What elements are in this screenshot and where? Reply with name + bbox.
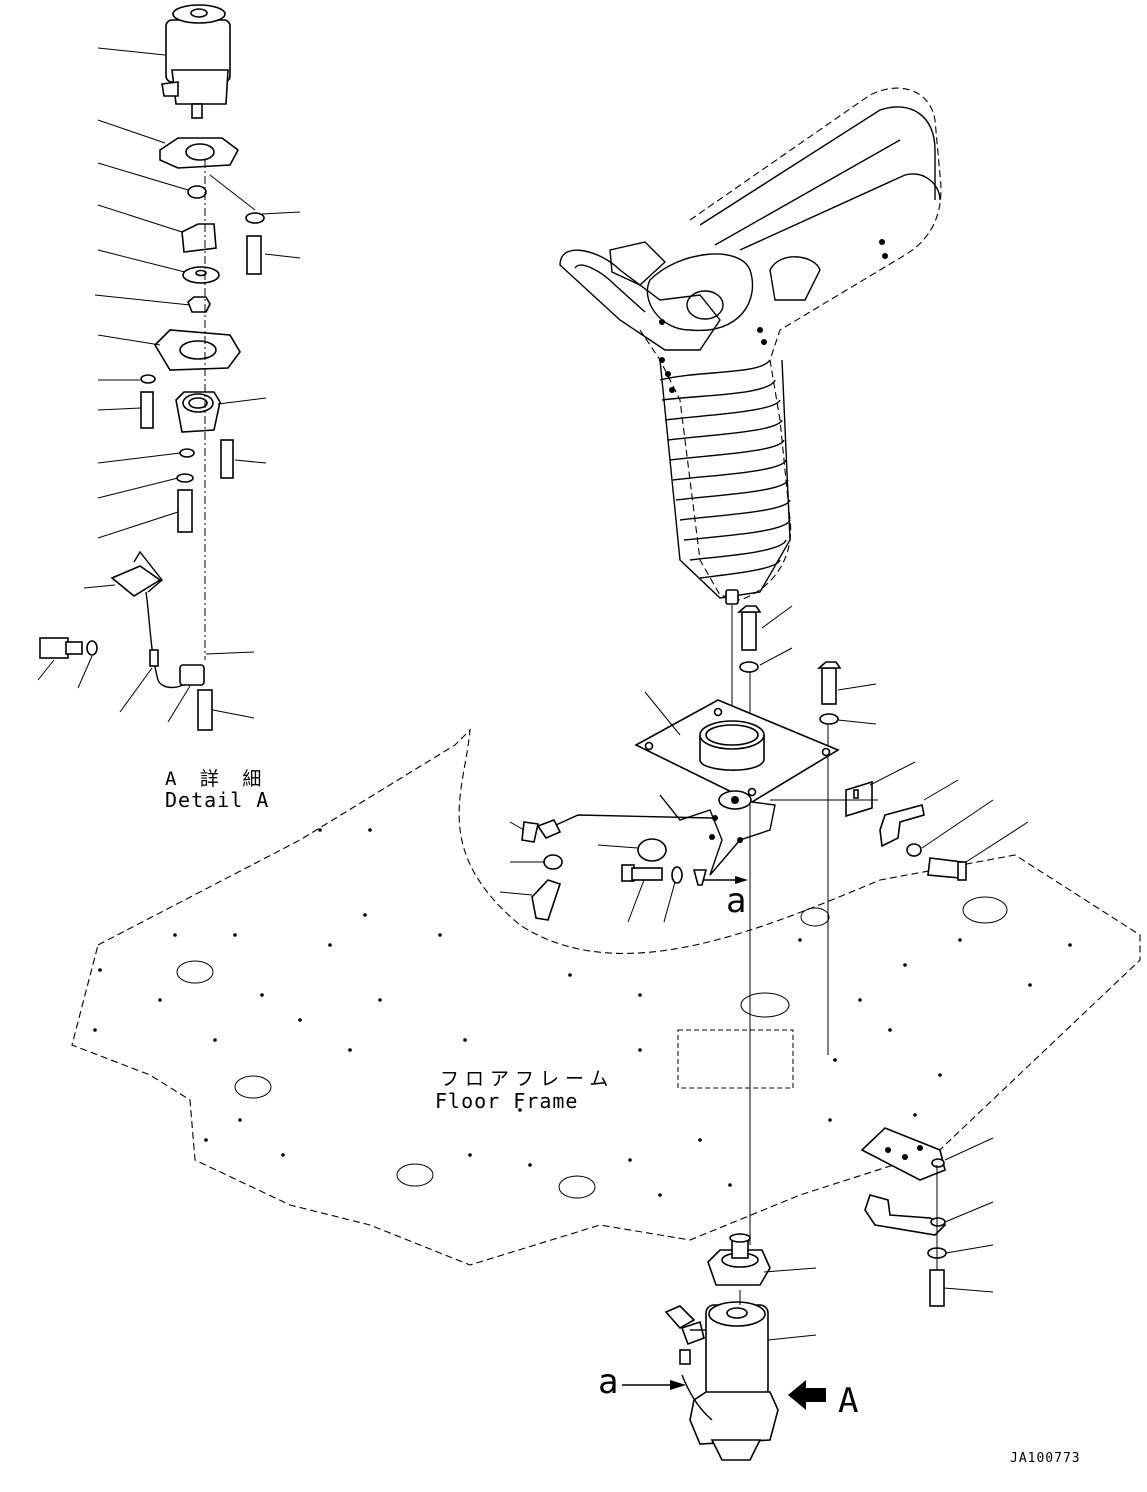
detail-a-title-jp: A 詳 細 bbox=[165, 768, 267, 790]
socket-housing bbox=[175, 391, 221, 433]
floor-frame-label-en: Floor Frame bbox=[435, 1089, 578, 1113]
view-arrow-A bbox=[788, 1380, 826, 1410]
sensor-harness bbox=[39, 550, 213, 731]
bracket-small bbox=[181, 223, 217, 253]
bellows-boot bbox=[659, 359, 791, 599]
detail-a-title-en: Detail A bbox=[165, 788, 269, 812]
arrow-a-lower bbox=[622, 1380, 686, 1390]
arrow-a-upper-label: a bbox=[726, 881, 746, 921]
joystick-lever bbox=[559, 87, 942, 605]
floor-frame bbox=[71, 728, 1141, 1266]
mount-hardware bbox=[521, 605, 967, 921]
nut bbox=[187, 296, 211, 313]
bottom-bracket-set bbox=[860, 1127, 947, 1307]
leader-lines-bottom bbox=[763, 1137, 994, 1341]
spacer bbox=[187, 185, 207, 199]
valve-body bbox=[161, 4, 231, 119]
leader-lines-main bbox=[499, 605, 1029, 923]
view-A-label: A bbox=[838, 1381, 858, 1421]
floor-frame-label-jp: フロアフレーム bbox=[440, 1068, 614, 1090]
clip-bracket bbox=[879, 804, 925, 848]
cushion-pad bbox=[845, 780, 873, 818]
pilot-valve-assembly bbox=[664, 1233, 779, 1461]
arrow-a-lower-label: a bbox=[598, 1362, 618, 1402]
drawing-number: JA100773 bbox=[1010, 1451, 1081, 1466]
detail-a-assembly bbox=[37, 4, 301, 731]
lever-mount-bracket bbox=[634, 699, 840, 886]
leader-lines-detail bbox=[37, 47, 301, 723]
